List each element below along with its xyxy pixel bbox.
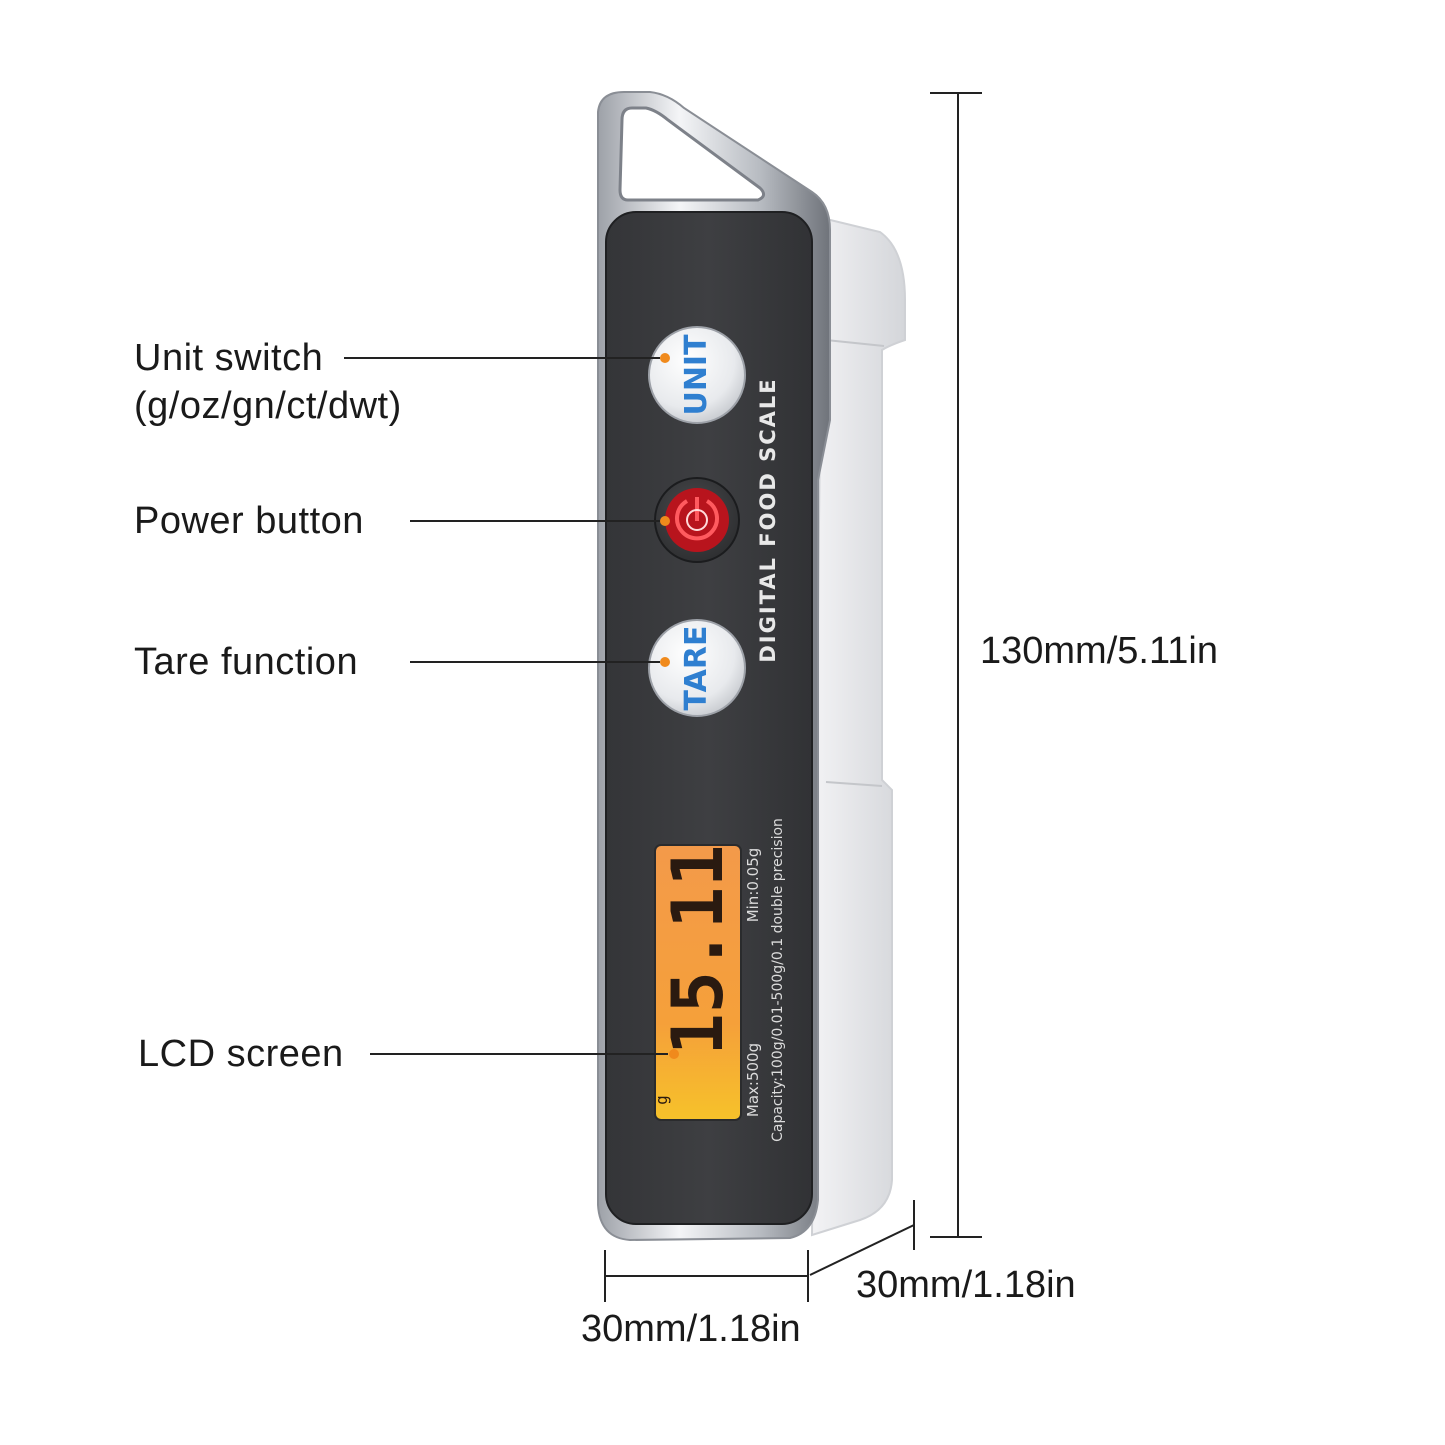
lcd-screen: 15.11 g <box>652 844 742 1121</box>
unit-switch-label: Unit switch (g/oz/gn/ct/dwt) <box>134 334 402 430</box>
spec-capacity: Capacity:100g/0.01-500g/0.1 double preci… <box>770 818 786 1142</box>
unit-button[interactable]: UNIT <box>648 326 746 424</box>
tare-function-label: Tare function <box>134 641 359 683</box>
brand-text: DIGITAL FOOD SCALE <box>756 377 780 662</box>
lcd-marker <box>669 1049 679 1059</box>
scale-side-body <box>810 216 906 1237</box>
spec-max: Max:500g <box>744 1043 762 1117</box>
hanging-loop-icon <box>618 106 765 202</box>
spec-min: Min:0.05g <box>744 848 762 923</box>
unit-button-label: UNIT <box>679 334 714 416</box>
height-dimension-label: 130mm/5.11in <box>980 630 1218 672</box>
lcd-reading: 15.11 <box>657 845 739 1056</box>
unit-switch-label-line2: (g/oz/gn/ct/dwt) <box>134 385 402 427</box>
width-dimension <box>604 1250 809 1302</box>
lcd-screen-label: LCD screen <box>138 1033 344 1075</box>
depth-dimension-label: 30mm/1.18in <box>856 1264 1076 1306</box>
power-button-label: Power button <box>134 500 364 542</box>
width-dimension-label: 30mm/1.18in <box>581 1308 801 1350</box>
power-button[interactable] <box>654 477 740 563</box>
tare-button-label: TARE <box>679 626 714 711</box>
power-icon <box>675 497 719 541</box>
unit-switch-label-line1: Unit switch <box>134 337 324 379</box>
tare-button[interactable]: TARE <box>648 619 746 717</box>
unit-marker <box>660 353 670 363</box>
tare-marker <box>660 657 670 667</box>
depth-dimension <box>809 1200 915 1276</box>
height-dimension <box>930 92 982 1238</box>
lcd-unit-indicator: g <box>652 1095 671 1105</box>
power-marker <box>660 516 670 526</box>
